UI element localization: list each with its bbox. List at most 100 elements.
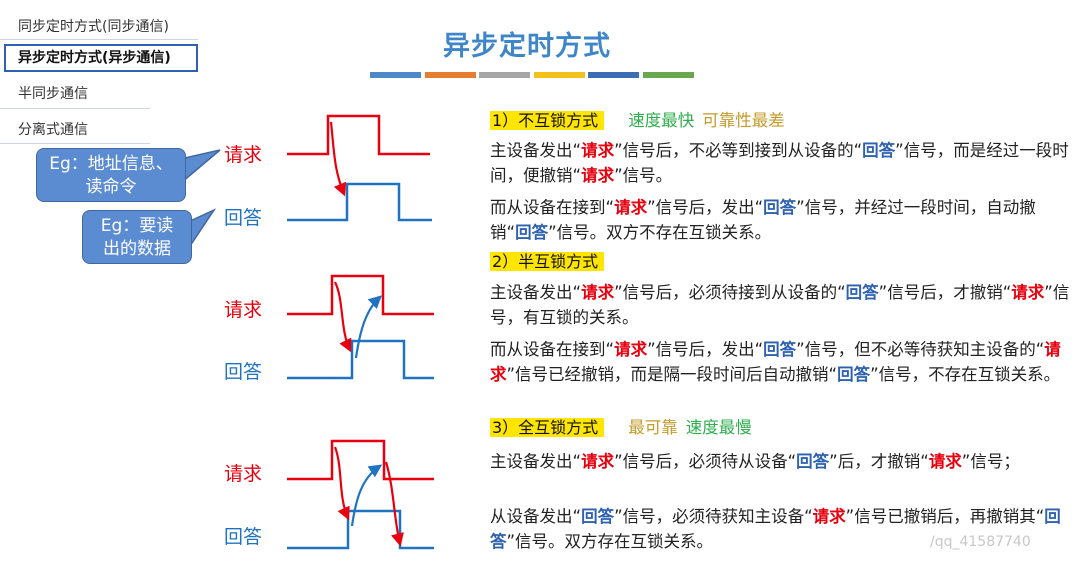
paragraph-text: ”信号后，发出“ <box>647 198 764 217</box>
keyword-request: 请求 <box>581 452 615 471</box>
keyword-reply: 回答 <box>837 365 871 384</box>
paragraph-text: ”信号已撤销后，再撤销其“ <box>845 507 1045 526</box>
section-non-interlocked-paragraph-2: 而从设备在接到“请求”信号后，发出“回答”信号，并经过一段时间，自动撤销“回答”… <box>490 195 1070 245</box>
section-tag: 速度最慢 <box>685 418 752 437</box>
title-color-bar <box>588 72 639 78</box>
keyword-reply: 回答 <box>515 223 549 242</box>
nav-item-semi-sync[interactable]: 半同步通信 <box>18 86 88 102</box>
section-fully-interlocked-paragraph-1: 主设备发出“请求”信号后，必须待从设备“回答”后，才撤销“请求”信号； <box>490 449 1070 474</box>
signal-label-reply-2: 回答 <box>224 361 263 383</box>
paragraph-text: ”信号，而是经过一段时间，便撤销“ <box>490 141 1069 185</box>
signal-label-request-3: 请求 <box>224 463 263 485</box>
paragraph-text: 主设备发出“ <box>490 141 582 160</box>
keyword-request: 请求 <box>1011 283 1045 302</box>
title-color-bar <box>424 72 476 78</box>
paragraph-text: ”后，才撤销“ <box>829 452 929 471</box>
signal-label-reply-3: 回答 <box>224 526 263 548</box>
reply-waveform <box>287 182 432 222</box>
paragraph-text: ”信号后，必须待接到从设备的“ <box>614 283 846 302</box>
diagram-non-interlocked <box>287 114 432 222</box>
paragraph-text: ”信号，但不必等待获知主设备的“ <box>796 340 1045 359</box>
request-to-reply-arrow <box>334 281 352 353</box>
section-semi-interlocked-heading: 2）半互锁方式 <box>490 249 1070 274</box>
keyword-request: 请求 <box>614 198 648 217</box>
callout-address-text: Eg：地址信息、读命令 <box>49 154 173 197</box>
keyword-reply: 回答 <box>763 198 797 217</box>
watermark: /qq_41587740 <box>930 534 1031 550</box>
nav-divider <box>0 143 150 144</box>
timing-diagrams <box>287 114 434 550</box>
keyword-reply: 回答 <box>490 507 1061 551</box>
reply-waveform <box>287 509 434 550</box>
paragraph-text: ”信号，必须待获知主设备“ <box>614 507 813 526</box>
keyword-reply: 回答 <box>581 507 615 526</box>
paragraph-text: 而从设备在接到“ <box>490 340 615 359</box>
section-tag: 可靠性最差 <box>702 111 785 130</box>
keyword-reply: 回答 <box>796 452 830 471</box>
paragraph-text: ”信号。双方存在互锁关系。 <box>506 532 714 551</box>
nav-item-async[interactable]: 异步定时方式(异步通信) <box>4 44 198 72</box>
keyword-request: 请求 <box>581 141 615 160</box>
callout-address-info: Eg：地址信息、读命令 <box>36 148 186 202</box>
title-color-bar <box>642 72 694 78</box>
section-fully-interlocked-paragraph-2: 从设备发出“回答”信号，必须待获知主设备“请求”信号已撤销后，再撤销其“回答”信… <box>490 504 1070 554</box>
section-semi-interlocked-paragraph-1: 主设备发出“请求”信号后，必须待接到从设备的“回答”信号后，才撤销“请求”信号，… <box>490 280 1070 330</box>
keyword-request: 请求 <box>581 166 615 185</box>
section-heading-label: 3）全互锁方式 <box>490 418 605 437</box>
paragraph-text: ”信号； <box>961 452 1020 471</box>
paragraph-text: ”信号后，发出“ <box>647 340 764 359</box>
keyword-reply: 回答 <box>862 141 896 160</box>
paragraph-text: ”信号，不存在互锁关系。 <box>870 365 1061 384</box>
paragraph-text: ”信号后，必须待从设备“ <box>614 452 797 471</box>
paragraph-text: ”信号后，才撤销“ <box>878 283 1012 302</box>
keyword-request: 请求 <box>581 283 615 302</box>
paragraph-text: ”信号后，不必等到接到从设备的“ <box>614 141 863 160</box>
nav-item-sync[interactable]: 同步定时方式(同步通信) <box>18 19 169 35</box>
paragraph-text: 而从设备在接到“ <box>490 198 615 217</box>
signal-label-request-2: 请求 <box>224 299 263 321</box>
keyword-request: 请求 <box>614 340 648 359</box>
keyword-reply: 回答 <box>845 283 879 302</box>
title-color-bar <box>370 72 421 78</box>
paragraph-text: ”信号。双方不存在互锁关系。 <box>548 223 772 242</box>
diagram-semi-interlocked <box>287 274 434 380</box>
section-tag: 最可靠 <box>628 418 678 437</box>
section-heading-label: 2）半互锁方式 <box>490 252 605 271</box>
paragraph-text: ”信号，并经过一段时间，自动撤销“ <box>490 198 1036 242</box>
section-tag: 速度最快 <box>628 111 695 130</box>
section-non-interlocked-heading: 1）不互锁方式 速度最快可靠性最差 <box>490 108 1070 133</box>
request-to-reply-arrow <box>329 121 347 197</box>
request-to-reply-arrow <box>333 446 350 521</box>
paragraph-text: 从设备发出“ <box>490 507 582 526</box>
signal-label-reply-1: 回答 <box>224 207 263 229</box>
page-title: 异步定时方式 <box>443 31 611 62</box>
paragraph-text: ”信号已经撤销，而是隔一段时间后自动撤销“ <box>506 365 838 384</box>
nav-divider <box>0 108 150 109</box>
keyword-reply: 回答 <box>763 340 797 359</box>
keyword-request: 请求 <box>490 340 1061 384</box>
request-waveform <box>287 114 430 156</box>
reply-waveform <box>287 339 434 380</box>
keyword-request: 请求 <box>928 452 962 471</box>
nav-divider <box>0 39 198 40</box>
paragraph-text: 主设备发出“ <box>490 283 582 302</box>
section-fully-interlocked-heading: 3）全互锁方式 最可靠速度最慢 <box>490 415 1070 440</box>
section-non-interlocked-paragraph-1: 主设备发出“请求”信号后，不必等到接到从设备的“回答”信号，而是经过一段时间，便… <box>490 138 1070 188</box>
paragraph-text: ”信号，有互锁的关系。 <box>490 283 1070 327</box>
callout-data-text: Eg：要读出的数据 <box>100 216 174 259</box>
request-release-to-reply-arrow <box>384 461 404 547</box>
nav-item-split[interactable]: 分离式通信 <box>18 122 88 138</box>
section-semi-interlocked-paragraph-2: 而从设备在接到“请求”信号后，发出“回答”信号，但不必等待获知主设备的“请求”信… <box>490 337 1070 387</box>
signal-label-request-1: 请求 <box>224 144 263 166</box>
request-waveform <box>287 439 434 481</box>
reply-to-request-arrow <box>354 295 382 359</box>
callout-read-data: Eg：要读出的数据 <box>82 210 192 264</box>
title-color-bar <box>479 72 530 78</box>
reply-to-request-arrow <box>350 464 383 527</box>
paragraph-text: ”信号。 <box>614 166 673 185</box>
keyword-request: 请求 <box>812 507 846 526</box>
diagram-fully-interlocked <box>287 439 434 550</box>
title-color-bar <box>533 72 585 78</box>
paragraph-text: 主设备发出“ <box>490 452 582 471</box>
section-heading-label: 1）不互锁方式 <box>490 111 605 130</box>
